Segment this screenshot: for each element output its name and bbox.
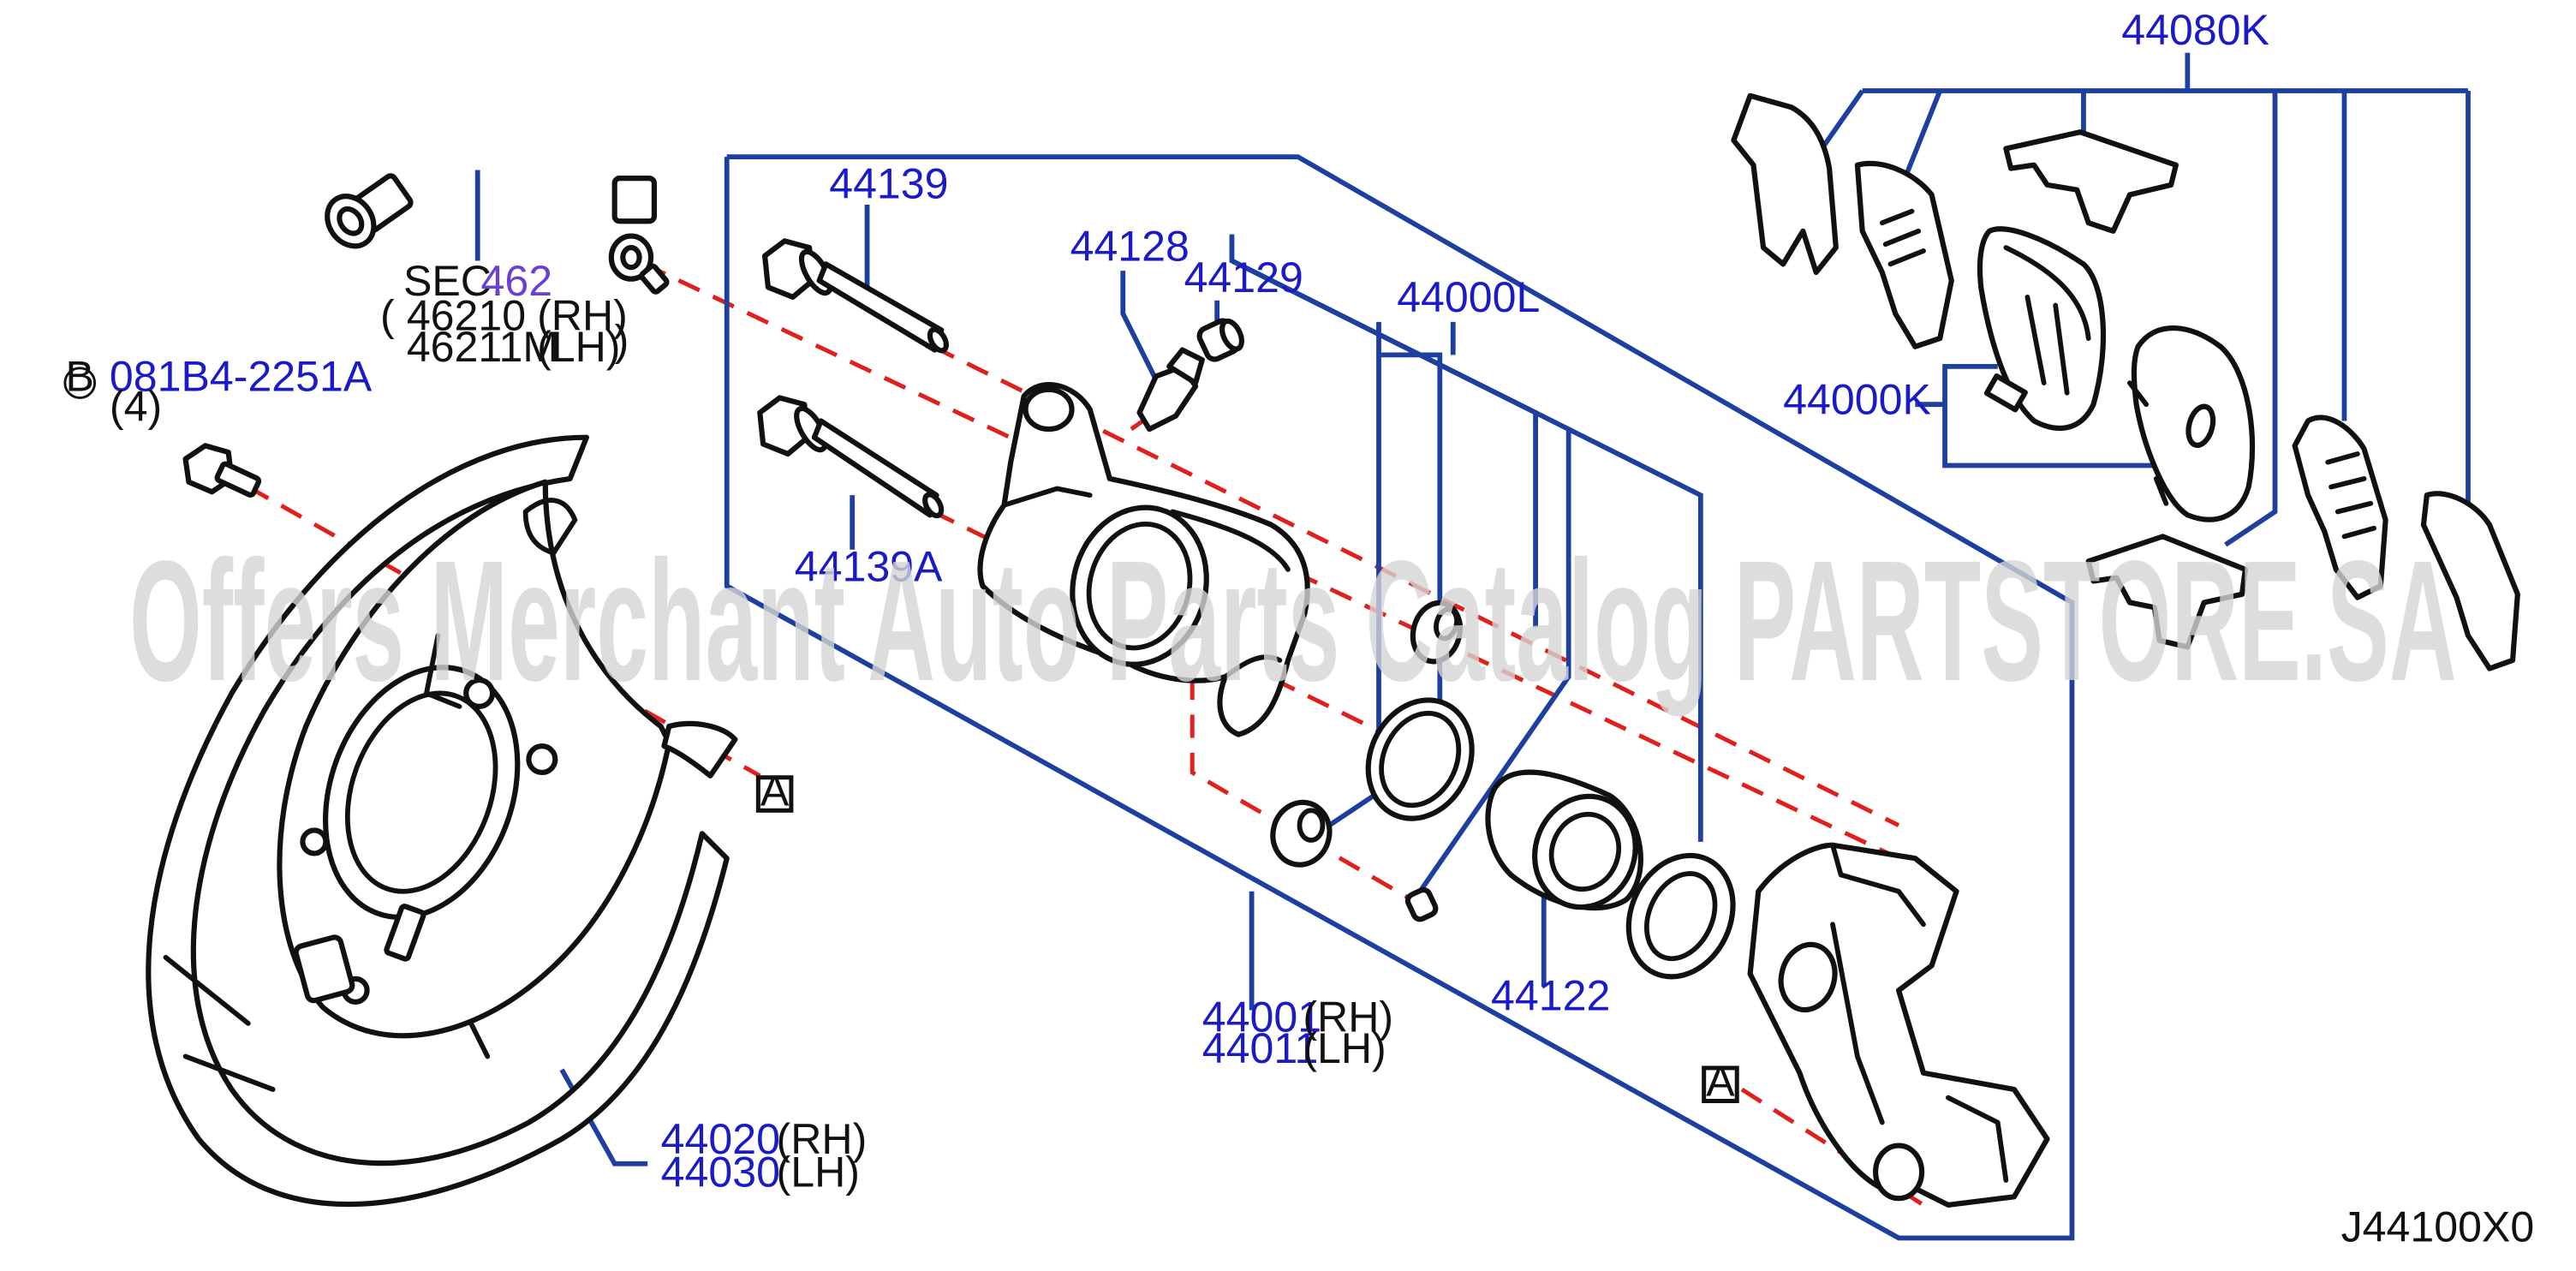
repair-kit-part-number[interactable]: 44000L bbox=[1397, 273, 1540, 321]
pin-bolt-part-number[interactable]: 44139 bbox=[829, 159, 948, 207]
hardware-kit-part-number[interactable]: 44080K bbox=[2121, 6, 2269, 54]
pad-clip-lower bbox=[2085, 534, 2248, 650]
pin-boot-lower bbox=[1270, 799, 1333, 868]
left-paren: ( bbox=[380, 291, 395, 339]
bolt-symbol-circle bbox=[63, 367, 97, 399]
plate-lh-side: (LH) bbox=[777, 1149, 860, 1196]
bleeder-cap bbox=[1196, 318, 1244, 362]
pin-bolt-a-part-number[interactable]: 44139A bbox=[795, 542, 943, 590]
pad-shim-2 bbox=[1854, 160, 1954, 349]
caliper-lh-side: (LH) bbox=[1303, 1024, 1386, 1072]
diagram-code: J44100X0 bbox=[2341, 1202, 2535, 1250]
caliper-seal-ring bbox=[1365, 697, 1475, 821]
caliper-support-bracket bbox=[1747, 842, 2050, 1208]
pin-bolt bbox=[761, 238, 949, 354]
bolt-symbol: B bbox=[66, 353, 94, 401]
caliper-body bbox=[977, 382, 1310, 737]
pad-clip-upper bbox=[2003, 129, 2179, 234]
reference-a-lower: A bbox=[1702, 1058, 1739, 1106]
boot-center-line bbox=[1190, 677, 1422, 907]
bolt-quantity: (4) bbox=[110, 382, 162, 430]
hose-lh-part-number: 46211M bbox=[407, 323, 558, 371]
plate-rh-side: (RH) bbox=[777, 1115, 868, 1163]
hose-rh-side: (RH) bbox=[537, 291, 628, 339]
piston bbox=[1485, 769, 1643, 911]
brake-back-plate bbox=[146, 434, 738, 1208]
piston-part-number[interactable]: 44122 bbox=[1491, 971, 1610, 1019]
reference-a-lower-label: A bbox=[1706, 1058, 1735, 1106]
pad-shim-3 bbox=[2292, 415, 2388, 600]
brake-pad-inner bbox=[1977, 226, 2107, 432]
pad-shim-4 bbox=[2420, 491, 2520, 671]
piston-boot bbox=[1625, 852, 1736, 980]
mounting-bolt bbox=[182, 443, 262, 498]
bolt-part-number[interactable]: 081B4-2251A bbox=[110, 353, 373, 401]
caliper-lh-part-number[interactable]: 44011 bbox=[1202, 1024, 1319, 1072]
reference-a-upper-label: A bbox=[760, 767, 790, 815]
brake-pad-outer bbox=[2127, 325, 2256, 522]
sec-number-link[interactable]: 462 bbox=[481, 257, 553, 305]
caliper-assembly-frame bbox=[724, 154, 2075, 1241]
bolt-center-line bbox=[247, 485, 761, 778]
sleeve bbox=[1404, 886, 1439, 922]
sec-label: SEC. bbox=[403, 257, 504, 305]
pin-bolt-center-line bbox=[932, 344, 1900, 827]
bleeder-cap-part-number[interactable]: 44129 bbox=[1184, 254, 1303, 301]
pin-boot-upper bbox=[1410, 600, 1464, 665]
brake-hose bbox=[325, 100, 670, 295]
pad-shim-1 bbox=[1731, 92, 1839, 276]
reference-a-upper: A bbox=[755, 767, 794, 815]
bleeder-part-number[interactable]: 44128 bbox=[1070, 223, 1190, 271]
leader-lines bbox=[474, 52, 2471, 1241]
callout-labels: SEC. 462 ( 46210 (RH) 46211M (LH) ) B 08… bbox=[63, 6, 2535, 1250]
caliper-rh-side: (RH) bbox=[1303, 994, 1393, 1041]
hose-lh-side: (LH) bbox=[537, 323, 620, 371]
right-paren: ) bbox=[615, 316, 629, 364]
caliper-rh-part-number[interactable]: 44001 bbox=[1202, 994, 1321, 1041]
pad-kit-part-number[interactable]: 44000K bbox=[1783, 376, 1931, 424]
pin-bolt-a bbox=[757, 395, 945, 519]
hose-rh-part-number: 46210 bbox=[407, 291, 526, 339]
watermark-text: Offers Merchant Auto Parts Catalog PARTS… bbox=[129, 526, 2456, 717]
plate-rh-part-number[interactable]: 44020 bbox=[661, 1115, 780, 1163]
plate-lh-part-number[interactable]: 44030 bbox=[661, 1149, 780, 1196]
bleeder-screw bbox=[1136, 347, 1205, 433]
